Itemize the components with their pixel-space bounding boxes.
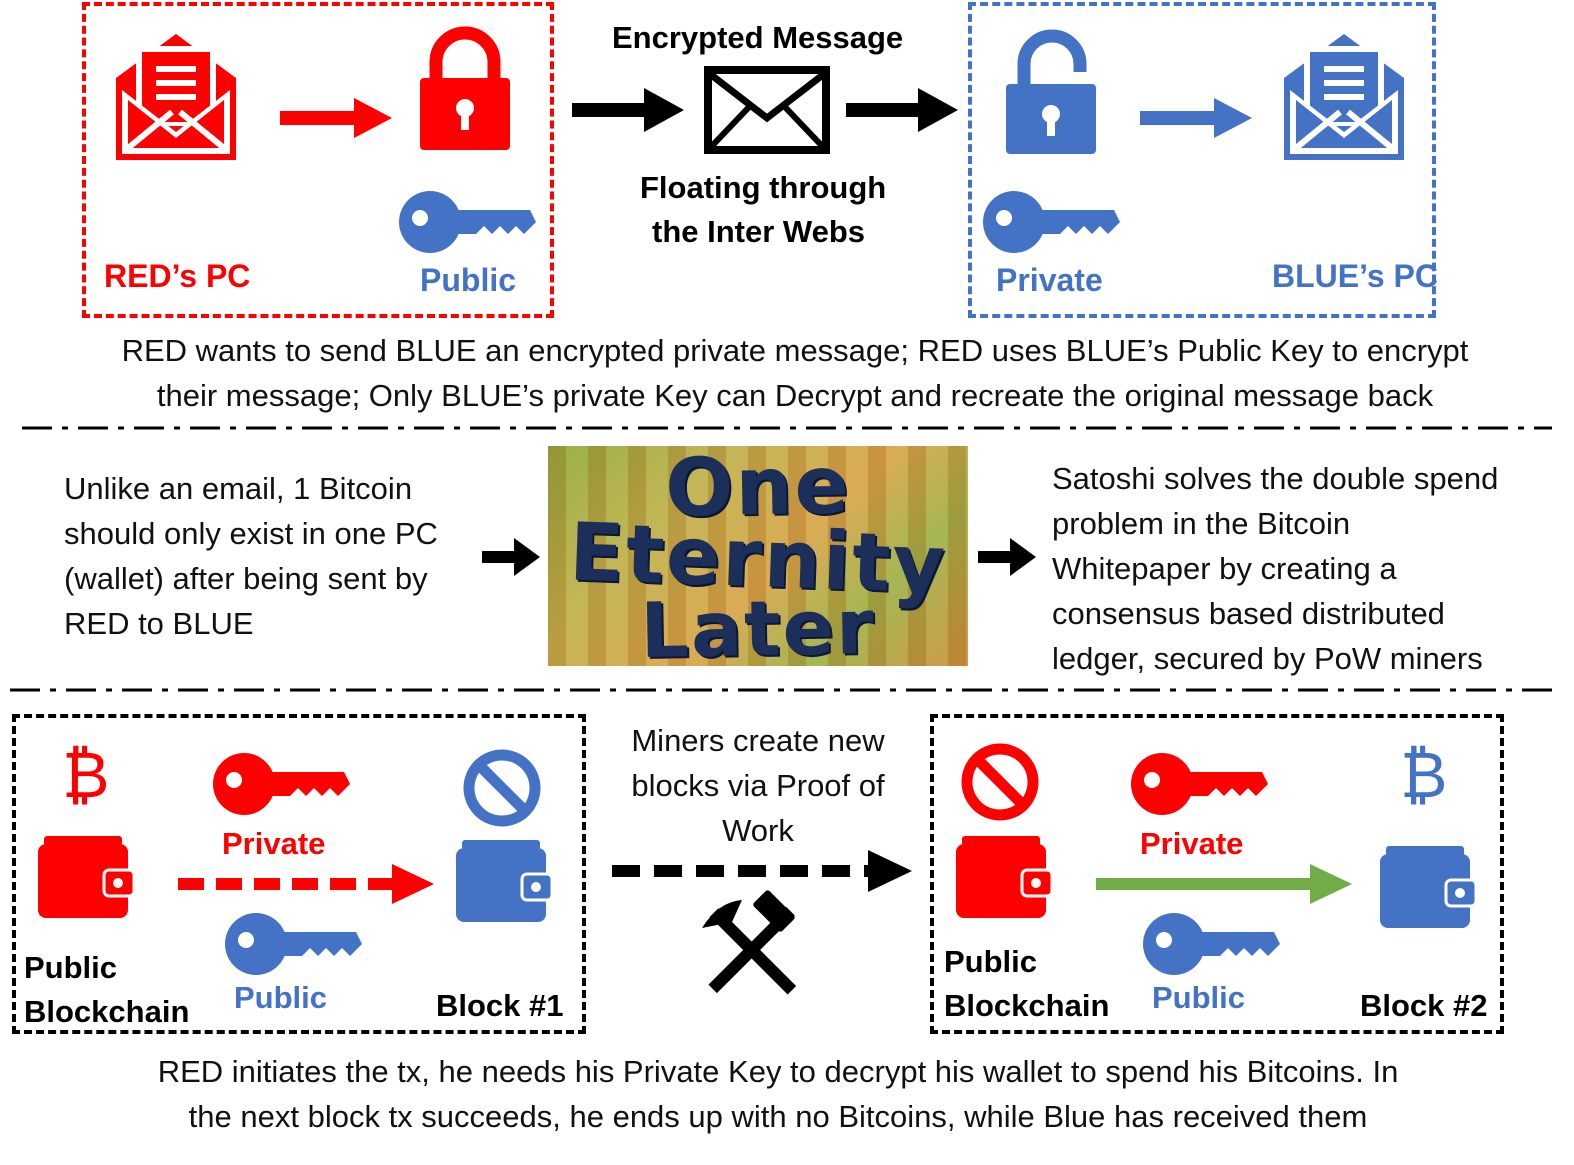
- envelope-icon: [704, 66, 830, 154]
- public-key-label: Public: [420, 262, 517, 298]
- unlocked-padlock-icon: [1006, 29, 1096, 154]
- block-1-label: Block #1: [436, 988, 564, 1023]
- key-icon: [1131, 753, 1268, 815]
- section-divider: [22, 426, 1552, 430]
- block1-public-label: Public: [234, 980, 328, 1015]
- red-pc-label: RED’s PC: [104, 258, 251, 294]
- block2-public-label: Public: [1152, 980, 1246, 1015]
- arrow-icon: [612, 850, 912, 892]
- arrow-icon: [846, 88, 958, 132]
- key-icon: [213, 753, 350, 815]
- block1-chain-line-1: Public: [24, 950, 118, 985]
- middle-left-line: Unlike an email, 1 Bitcoin: [64, 471, 413, 506]
- middle-left-line: should only exist in one PC: [64, 516, 438, 551]
- encrypted-message-label: Encrypted Message: [612, 20, 904, 55]
- block1-private-label: Private: [222, 826, 326, 861]
- open-envelope-icon: [1284, 34, 1404, 160]
- key-icon: [225, 913, 362, 975]
- block1-chain-line-2: Blockchain: [24, 994, 190, 1029]
- section-divider: [10, 688, 1552, 692]
- block2-chain-line-1: Public: [944, 944, 1038, 979]
- padlock-icon: [420, 26, 510, 150]
- block2-chain-line-2: Blockchain: [944, 988, 1110, 1023]
- wallet-icon: [1380, 846, 1478, 928]
- wallet-icon: [456, 840, 554, 922]
- arrow-icon: [572, 88, 684, 132]
- middle-right-line: Satoshi solves the double spend: [1052, 461, 1499, 496]
- center-line: Work: [722, 813, 794, 848]
- arrow-icon: [482, 538, 540, 576]
- arrow-icon: [1096, 864, 1352, 904]
- hammer-pickaxe-icon: [702, 890, 797, 995]
- wallet-icon: [956, 836, 1054, 918]
- bitcoin-icon: ₿: [62, 739, 110, 813]
- top-caption-line-1: RED wants to send BLUE an encrypted priv…: [121, 333, 1469, 368]
- eternity-word-later: Later: [639, 581, 877, 666]
- open-envelope-icon: [116, 34, 236, 160]
- private-key-label: Private: [996, 262, 1103, 298]
- block-2-label: Block #2: [1360, 988, 1488, 1023]
- bottom-caption-line-2: the next block tx succeeds, he ends up w…: [188, 1099, 1368, 1134]
- bottom-caption-line-1: RED initiates the tx, he needs his Priva…: [157, 1054, 1399, 1089]
- block-1-box: [12, 714, 586, 1034]
- prohibited-icon: [961, 743, 1039, 821]
- floating-line-2: the Inter Webs: [652, 214, 866, 249]
- center-line: blocks via Proof of: [631, 768, 885, 803]
- floating-line-1: Floating through: [640, 170, 887, 205]
- middle-right-line: problem in the Bitcoin: [1052, 506, 1351, 541]
- center-line: Miners create new: [631, 723, 885, 758]
- key-icon: [1143, 913, 1280, 975]
- middle-left-line: RED to BLUE: [64, 606, 254, 641]
- arrow-icon: [178, 864, 434, 904]
- arrow-icon: [1140, 98, 1252, 138]
- red-pc-box: [82, 2, 554, 318]
- satoshi-solution-text: Satoshi solves the double spend problem …: [1052, 456, 1552, 681]
- key-icon: [983, 191, 1120, 253]
- miners-text: Miners create new blocks via Proof of Wo…: [598, 718, 918, 853]
- arrow-icon: [280, 98, 392, 138]
- top-caption-line-2: their message; Only BLUE’s private Key c…: [156, 378, 1434, 413]
- middle-left-line: (wallet) after being sent by: [64, 561, 428, 596]
- blue-pc-box: [968, 2, 1436, 318]
- middle-right-line: Whitepaper by creating a: [1052, 551, 1397, 586]
- block2-private-label: Private: [1140, 826, 1244, 861]
- block-2-box: [930, 714, 1504, 1034]
- arrow-icon: [978, 538, 1036, 576]
- email-comparison-text: Unlike an email, 1 Bitcoin should only e…: [64, 466, 484, 646]
- prohibited-icon: [463, 749, 541, 827]
- bitcoin-icon: ₿: [1400, 739, 1448, 813]
- wallet-icon: [38, 836, 136, 918]
- blue-pc-label: BLUE’s PC: [1272, 258, 1438, 294]
- middle-right-line: ledger, secured by PoW miners: [1052, 641, 1483, 676]
- middle-right-line: consensus based distributed: [1052, 596, 1445, 631]
- key-icon: [399, 191, 536, 253]
- one-eternity-later-image: One Eternity Later: [548, 446, 968, 666]
